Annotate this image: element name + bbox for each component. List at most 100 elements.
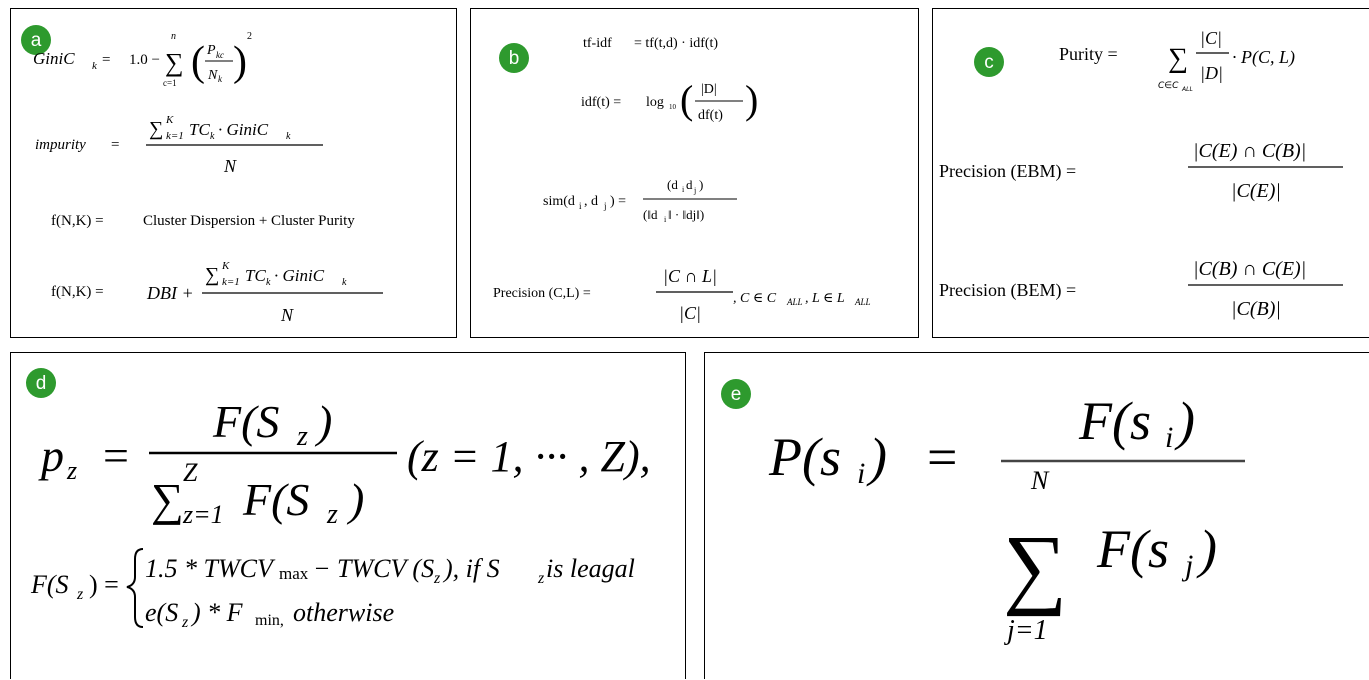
f2-term-sub: k xyxy=(266,277,271,288)
fsz-case1-mid-sub: z xyxy=(433,570,441,587)
bem-den: |C(B)| xyxy=(1231,298,1281,320)
f1-rhs: Cluster Dispersion + Cluster Purity xyxy=(143,213,355,229)
pe-lhs-close: ) xyxy=(866,427,887,487)
f2-lhs: f(N,K) = xyxy=(51,284,104,300)
pz-den-term-sub: z xyxy=(326,499,338,530)
f2-term: TC xyxy=(245,266,266,285)
sim-num-close: ) xyxy=(699,177,703,192)
pz-den-sum: ∑ xyxy=(151,474,184,525)
purity-tail: · P(C, L) xyxy=(1232,47,1295,68)
purity-den: |D| xyxy=(1200,63,1223,83)
fsz-case1-sub: max xyxy=(279,564,309,583)
sim-lhs: sim(d xyxy=(543,194,575,209)
idf-paren-left: ( xyxy=(680,77,693,122)
panel-c-formulas: Purity = ∑ C∈C ALL |C| |D| · P(C, L) Pre… xyxy=(939,28,1343,320)
pe-lhs-sub: i xyxy=(857,457,865,490)
panel-c: c Purity = ∑ C∈C ALL |C| |D| · P(C, L) P… xyxy=(932,8,1369,338)
prec-den: |C| xyxy=(679,303,701,323)
pe-lhs: P(s xyxy=(768,427,841,487)
gini-eq: = xyxy=(102,52,110,68)
prec-tail-mid: , L ∈ L xyxy=(805,291,845,306)
impurity-dot: · GiniC xyxy=(218,120,269,139)
purity-sum-sub: C∈C xyxy=(1158,81,1179,91)
idf-log: log xyxy=(646,95,664,110)
f2-dbi: DBI + xyxy=(146,283,194,303)
pz-num-sub: z xyxy=(296,421,308,452)
gini-paren-right: ) xyxy=(233,39,247,85)
pz-eq: = xyxy=(103,430,129,481)
gini-pow: 2 xyxy=(247,31,252,42)
impurity-lhs: impurity xyxy=(35,137,86,153)
sim-den-i: i xyxy=(664,215,667,224)
gini-lhs-sub: k xyxy=(92,60,98,72)
impurity-sum-sup: K xyxy=(165,114,174,126)
panel-d: d p z = F(S z ) ∑ Z z=1 F(S z ) (z = 1, … xyxy=(10,352,686,679)
idf-den: df(t) xyxy=(698,108,723,123)
panel-e: e P(s i ) = F(s i ) N ∑ j=1 F(s j ) xyxy=(704,352,1369,679)
ebm-num: |C(E) ∩ C(B)| xyxy=(1193,140,1306,162)
pe-num: F(s xyxy=(1078,391,1151,451)
fsz-case1-tail: is leagal xyxy=(546,554,635,583)
gini-sum-icon: ∑ xyxy=(165,48,184,77)
sim-lhs-i: i xyxy=(579,201,582,211)
f1-lhs: f(N,K) = xyxy=(51,213,104,229)
panel-d-badge: d xyxy=(26,368,56,398)
pe-eq: = xyxy=(927,427,957,487)
fsz-case2-mid-sub: min, xyxy=(255,612,284,629)
pz-range: (z = 1, ··· , Z), xyxy=(407,432,651,481)
fsz-case-brace xyxy=(126,548,144,628)
f2-dot-sub: k xyxy=(342,277,347,288)
tfidf-rhs: = tf(t,d) · idf(t) xyxy=(634,36,718,51)
prec-tail: , C ∈ C xyxy=(733,291,777,306)
panel-a: a GiniC k = 1.0 − n ∑ c=1 ( P kc N k ) 2… xyxy=(10,8,457,338)
impurity-den: N xyxy=(223,156,237,176)
pe-sum: ∑ xyxy=(1003,518,1067,617)
panel-b-badge: b xyxy=(499,43,529,73)
tfidf-lhs: tf-idf xyxy=(583,36,612,51)
fsz-case1-end: ), if S xyxy=(442,554,500,583)
fsz-case2-mid: ) * F xyxy=(190,598,244,627)
impurity-dot-sub: k xyxy=(286,131,291,142)
pz-den-close: ) xyxy=(346,474,364,525)
ebm-lhs: Precision (EBM) = xyxy=(939,161,1076,182)
panel-a-badge: a xyxy=(21,25,51,55)
pe-den-close: ) xyxy=(1196,519,1217,579)
panel-e-badge: e xyxy=(721,379,751,409)
impurity-eq: = xyxy=(111,137,119,153)
gini-den-sub: k xyxy=(218,74,223,84)
purity-lhs: Purity = xyxy=(1059,44,1118,64)
sim-den-mid: ‖ · ‖dj‖) xyxy=(668,207,704,222)
prec-tail-sub1: ALL xyxy=(786,297,803,307)
sim-num-d: d xyxy=(686,177,693,192)
f2-dot: · GiniC xyxy=(274,266,325,285)
ebm-den: |C(E)| xyxy=(1231,180,1281,202)
gini-num-sub: kc xyxy=(216,50,224,60)
fsz-case1: 1.5 * TWCV xyxy=(145,554,276,583)
fsz-case2: e(S xyxy=(145,598,178,627)
pe-sum-top: N xyxy=(1030,466,1050,495)
sim-lhs-j: j xyxy=(603,201,607,211)
sim-num: (d xyxy=(667,177,678,192)
pz-lhs: p xyxy=(38,430,64,481)
panel-b: b tf-idf = tf(t,d) · idf(t) idf(t) = log… xyxy=(470,8,919,338)
pe-num-sub: i xyxy=(1165,421,1173,454)
f2-sum-sup: K xyxy=(221,260,230,272)
idf-lhs: idf(t) = xyxy=(581,95,621,110)
fsz-case1-mid: − TWCV (S xyxy=(313,554,434,583)
prec-lhs: Precision (C,L) = xyxy=(493,286,591,301)
f2-den: N xyxy=(280,305,294,325)
pz-lhs-sub: z xyxy=(66,456,77,485)
panel-c-badge: c xyxy=(974,47,1004,77)
prec-tail-sub2: ALL xyxy=(854,297,871,307)
pe-sum-bottom: j=1 xyxy=(1004,615,1048,646)
bem-lhs: Precision (BEM) = xyxy=(939,280,1076,301)
impurity-term: TC xyxy=(189,120,210,139)
fsz-lhs-close: ) = xyxy=(89,570,119,599)
gini-one: 1.0 − xyxy=(129,52,160,68)
panel-b-formulas: tf-idf = tf(t,d) · idf(t) idf(t) = log 1… xyxy=(493,36,871,323)
panel-e-formulas: P(s i ) = F(s i ) N ∑ j=1 F(s j ) xyxy=(768,391,1245,646)
gini-den: N xyxy=(207,68,218,83)
fsz-case2-tail: otherwise xyxy=(293,598,394,627)
impurity-sum-sub: k=1 xyxy=(166,130,184,142)
sim-lhs-mid: , d xyxy=(584,194,598,209)
